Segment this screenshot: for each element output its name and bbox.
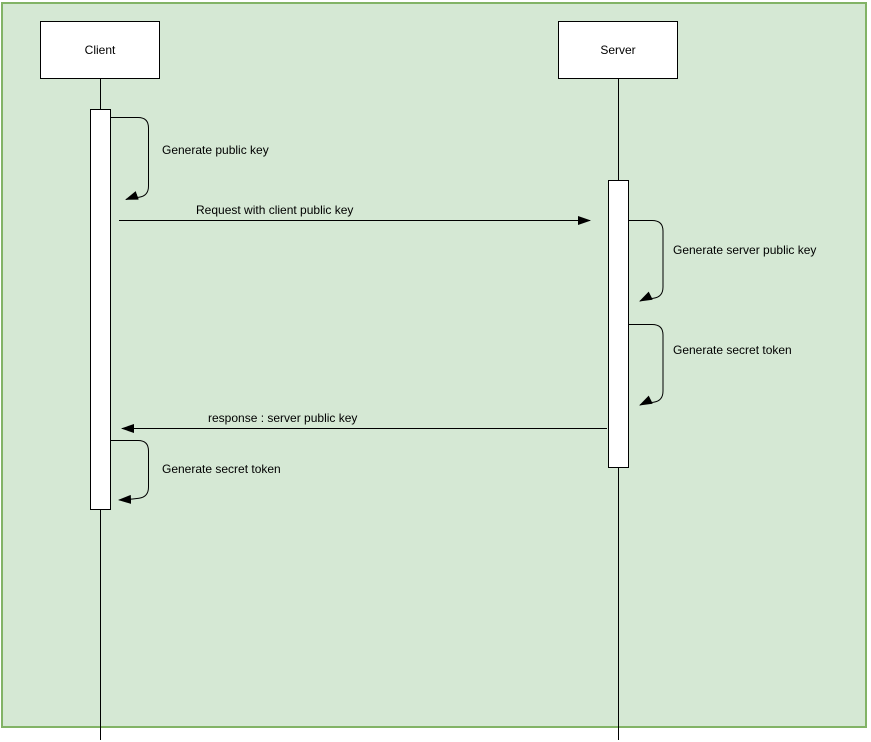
message-label-response: response : server public key [208, 411, 358, 425]
message-label-request: Request with client public key [196, 203, 354, 217]
self-message-generate-public-key-arrow [111, 117, 149, 200]
actor-box-server: Server [558, 21, 678, 79]
actor-label-server: Server [600, 43, 636, 57]
message-label-generate-server-public-key: Generate server public key [673, 243, 817, 257]
message-label-generate-public-key: Generate public key [162, 143, 269, 157]
server-activation-bar [608, 180, 629, 468]
message-label-generate-secret-token-server: Generate secret token [673, 343, 792, 357]
self-message-generate-server-public-key-arrow [629, 220, 664, 302]
client-activation-bar [90, 109, 111, 510]
actor-box-client: Client [40, 21, 160, 79]
self-message-generate-secret-token-client-arrow [111, 440, 149, 504]
message-label-generate-secret-token-client: Generate secret token [162, 462, 281, 476]
actor-label-client: Client [84, 43, 116, 57]
self-message-generate-secret-token-server-arrow [629, 324, 664, 406]
diagram-background-panel [1, 2, 867, 728]
